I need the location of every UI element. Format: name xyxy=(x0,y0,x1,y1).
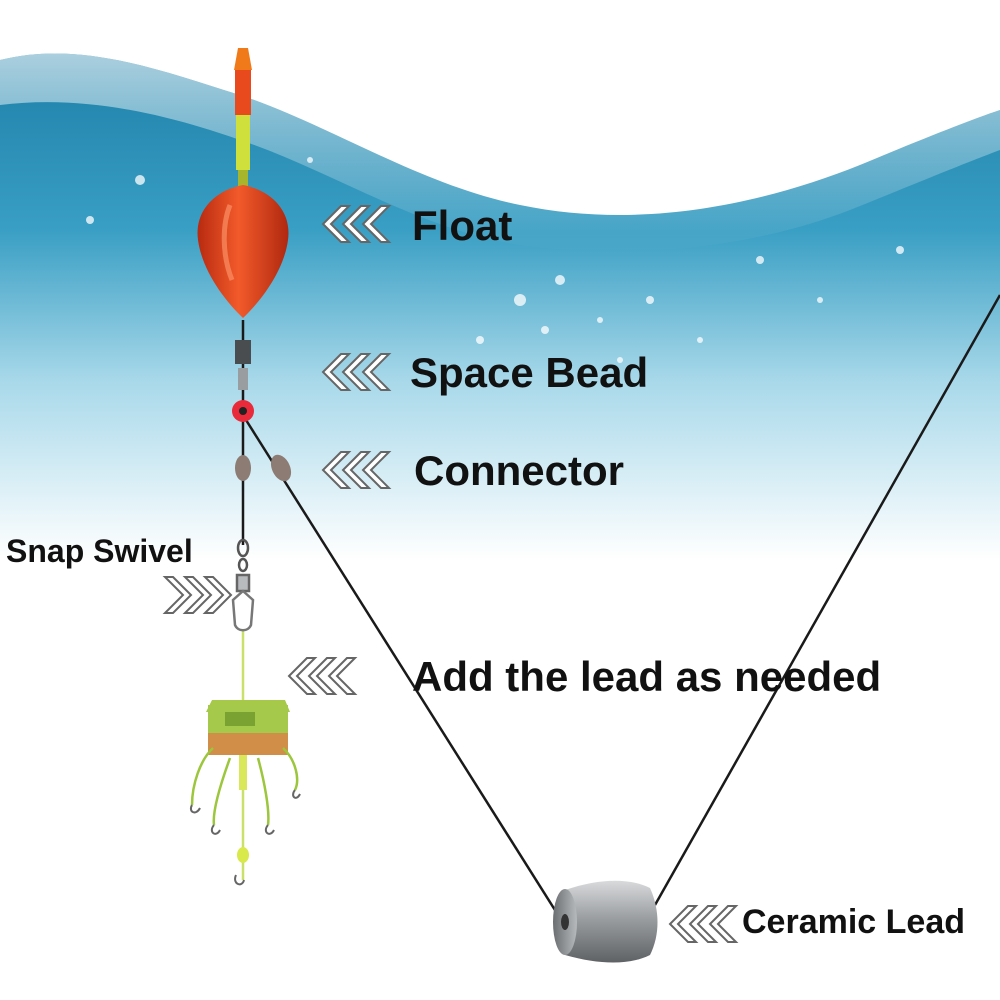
add-lead-label: Add the lead as needed xyxy=(412,653,882,700)
snap-swivel-label: Snap Swivel xyxy=(6,533,193,569)
ceramic-lead xyxy=(553,880,658,963)
chevron-connector-icon xyxy=(321,451,392,489)
space-bead-label: Space Bead xyxy=(410,349,649,396)
bubbles xyxy=(86,157,904,383)
float-label: Float xyxy=(412,202,513,249)
chevron-bead-icon xyxy=(321,353,392,391)
connector-label: Connector xyxy=(414,447,624,494)
chevron-lead-icon xyxy=(287,657,358,695)
float xyxy=(197,48,289,318)
bait-cage xyxy=(190,700,301,886)
chevron-ceramic-icon xyxy=(668,905,739,943)
snap-swivel xyxy=(231,538,255,632)
fishing-lines xyxy=(241,294,1000,919)
connector xyxy=(235,454,292,482)
chevron-swivel-icon xyxy=(162,576,233,614)
space-bead xyxy=(232,340,254,422)
chevron-float-icon xyxy=(321,205,392,243)
ceramic-lead-label: Ceramic Lead xyxy=(742,903,965,941)
